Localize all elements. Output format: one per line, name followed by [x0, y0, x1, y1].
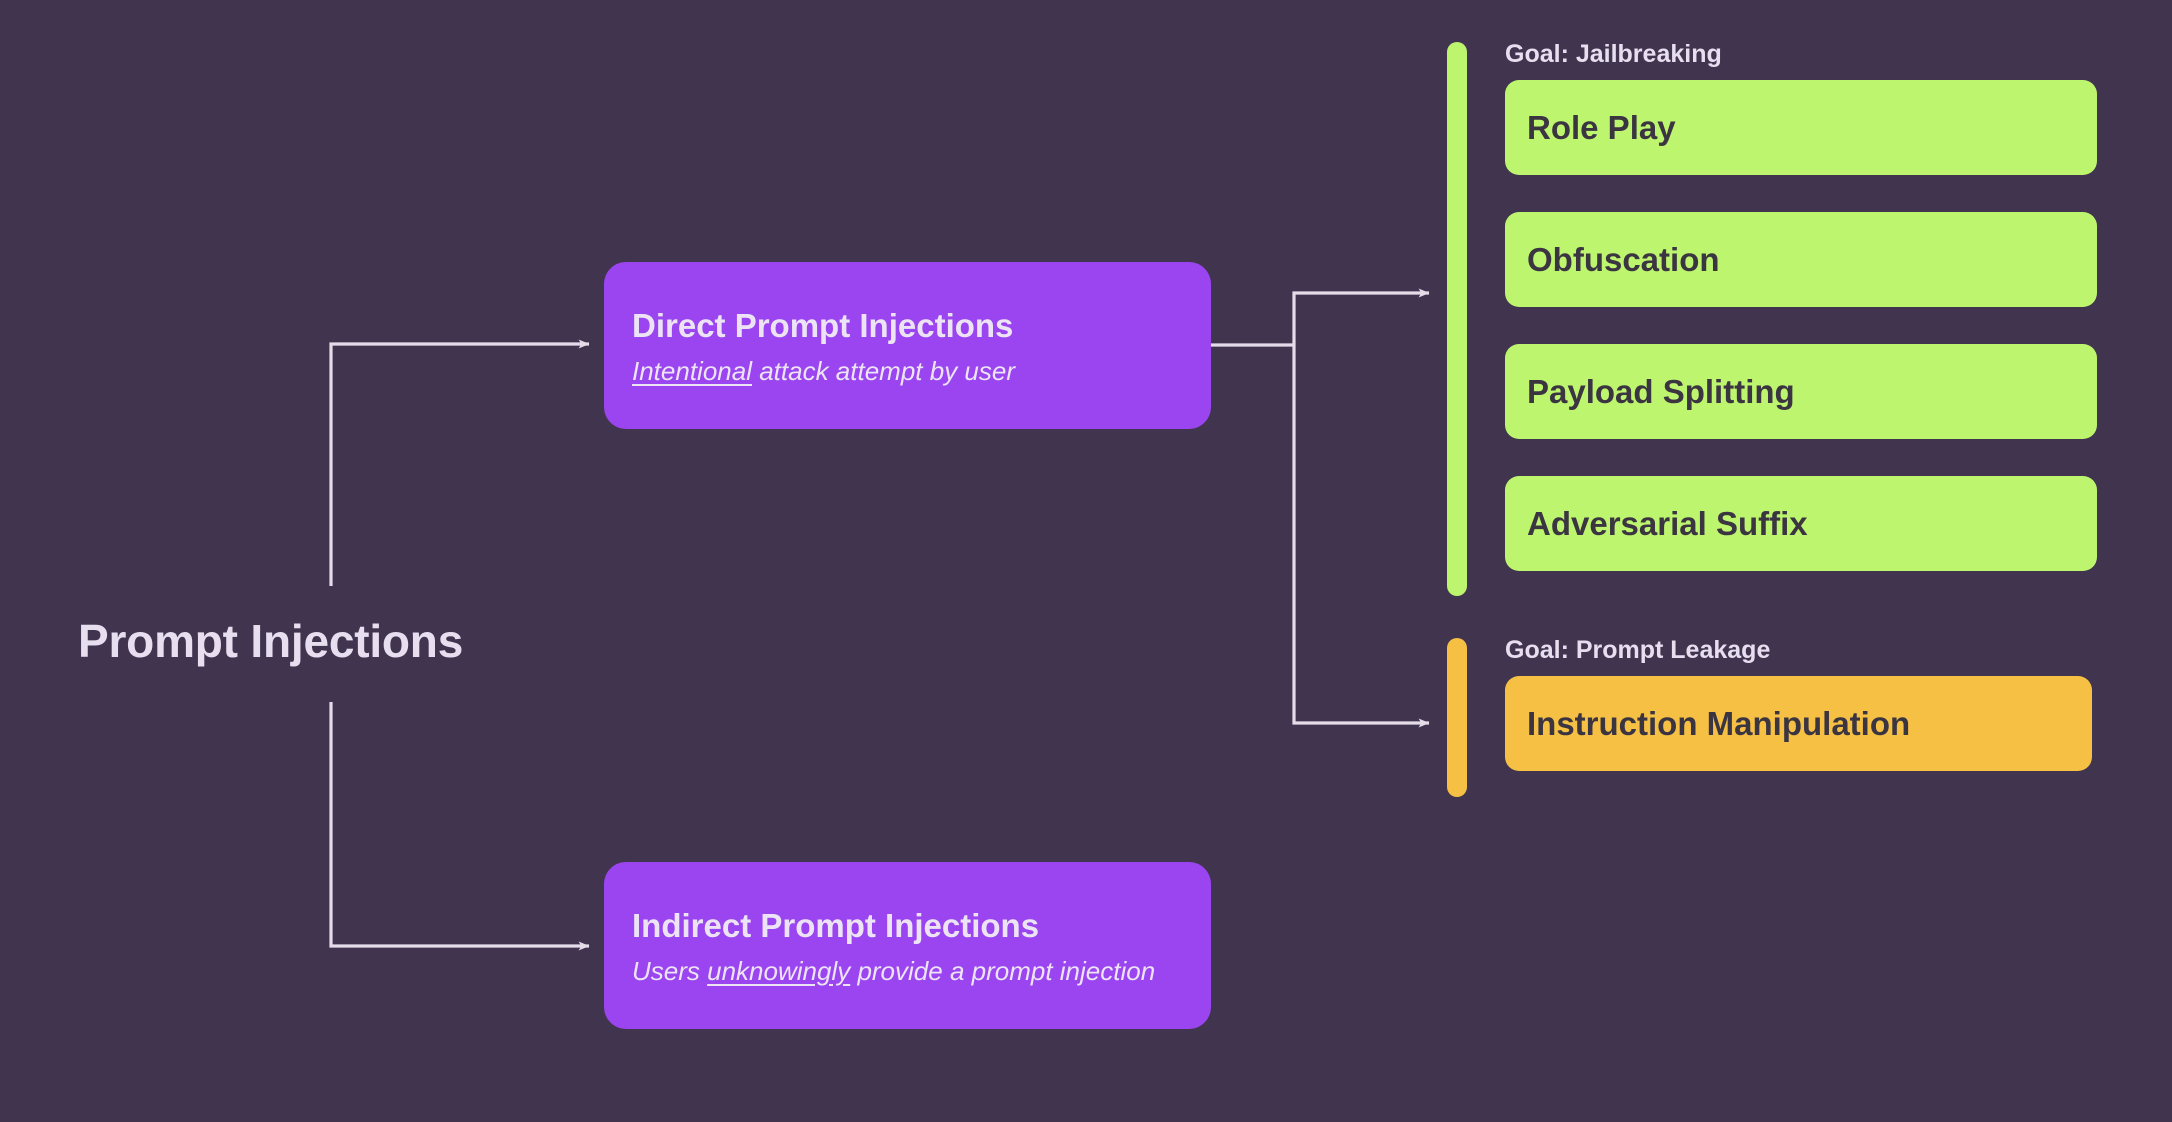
edge-root-to-direct — [329, 339, 590, 586]
goal-header-prompt-leakage: Goal: Prompt Leakage — [1505, 636, 1771, 664]
leaf-card-role-play[interactable]: Role Play — [1505, 80, 2097, 175]
leaf-card-payload-splitting[interactable]: Payload Splitting — [1505, 344, 2097, 439]
leaf-card-instruction-manipulation[interactable]: Instruction Manipulation — [1505, 676, 2092, 771]
node-indirect-subtitle: Users unknowingly provide a prompt injec… — [632, 956, 1183, 987]
edge-direct-to-jailbreaking — [1292, 288, 1430, 345]
node-indirect-prompt-injections[interactable]: Indirect Prompt Injections Users unknowi… — [604, 862, 1211, 1029]
edge-root-to-indirect — [329, 702, 590, 951]
accent-bar-jailbreaking — [1447, 42, 1467, 596]
leaf-card-obfuscation[interactable]: Obfuscation — [1505, 212, 2097, 307]
root-node-label: Prompt Injections — [78, 615, 464, 667]
node-indirect-title: Indirect Prompt Injections — [632, 907, 1040, 945]
node-indirect-subtitle-lead: Users — [632, 955, 708, 986]
node-direct-subtitle: Intentional attack attempt by user — [632, 356, 1183, 387]
leaf-card-adversarial-suffix[interactable]: Adversarial Suffix — [1505, 476, 2097, 571]
goal-group-jailbreaking: Goal: Jailbreaking Role Play Obfuscation… — [1447, 40, 2097, 596]
goal-group-prompt-leakage: Goal: Prompt Leakage Instruction Manipul… — [1447, 636, 2092, 797]
node-indirect-subtitle-rest: provide a prompt injection — [850, 955, 1156, 986]
accent-bar-prompt-leakage — [1447, 638, 1467, 797]
node-indirect-subtitle-emphasis: unknowingly — [707, 955, 851, 986]
goal-cards-prompt-leakage: Instruction Manipulation — [1505, 676, 2092, 771]
node-direct-subtitle-emphasis: Intentional — [632, 355, 752, 386]
node-direct-subtitle-rest: attack attempt by user — [751, 355, 1015, 386]
node-direct-prompt-injections[interactable]: Direct Prompt Injections Intentional att… — [604, 262, 1211, 429]
node-direct-title: Direct Prompt Injections — [632, 307, 1014, 345]
edge-direct-to-prompt-leakage — [1292, 345, 1430, 728]
goal-cards-jailbreaking: Role Play Obfuscation Payload Splitting … — [1505, 80, 2097, 571]
goal-header-jailbreaking: Goal: Jailbreaking — [1505, 40, 1722, 68]
